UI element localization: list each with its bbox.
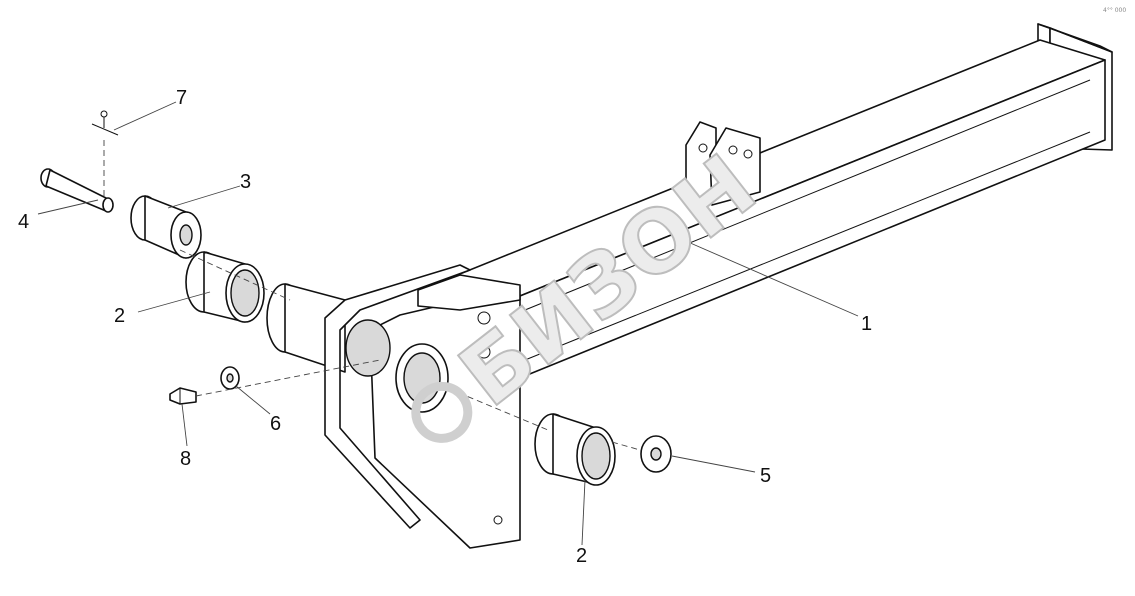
washer-part-5 (640, 435, 672, 473)
callout-1: 1 (861, 313, 872, 335)
callout-4: 4 (18, 211, 29, 233)
callout-2-left: 2 (114, 305, 125, 327)
corner-code: 4°° 000 (1103, 7, 1126, 14)
callout-3: 3 (240, 171, 251, 193)
callout-5: 5 (760, 465, 771, 487)
bushing-part-2-right (534, 413, 616, 486)
cotter-pin-part-7 (91, 110, 119, 136)
callout-6: 6 (270, 413, 281, 435)
grease-fitting-part-8 (169, 387, 197, 405)
bushing-part-2-left (185, 251, 265, 323)
beam-part-1 (266, 23, 1113, 549)
pin-part-4 (40, 168, 114, 213)
callout-7: 7 (176, 87, 187, 109)
assembly-axes (103, 140, 641, 451)
callout-2-right: 2 (576, 545, 587, 567)
callout-8: 8 (180, 448, 191, 470)
sleeve-part-3 (130, 195, 202, 259)
leader-lines (37, 101, 859, 546)
